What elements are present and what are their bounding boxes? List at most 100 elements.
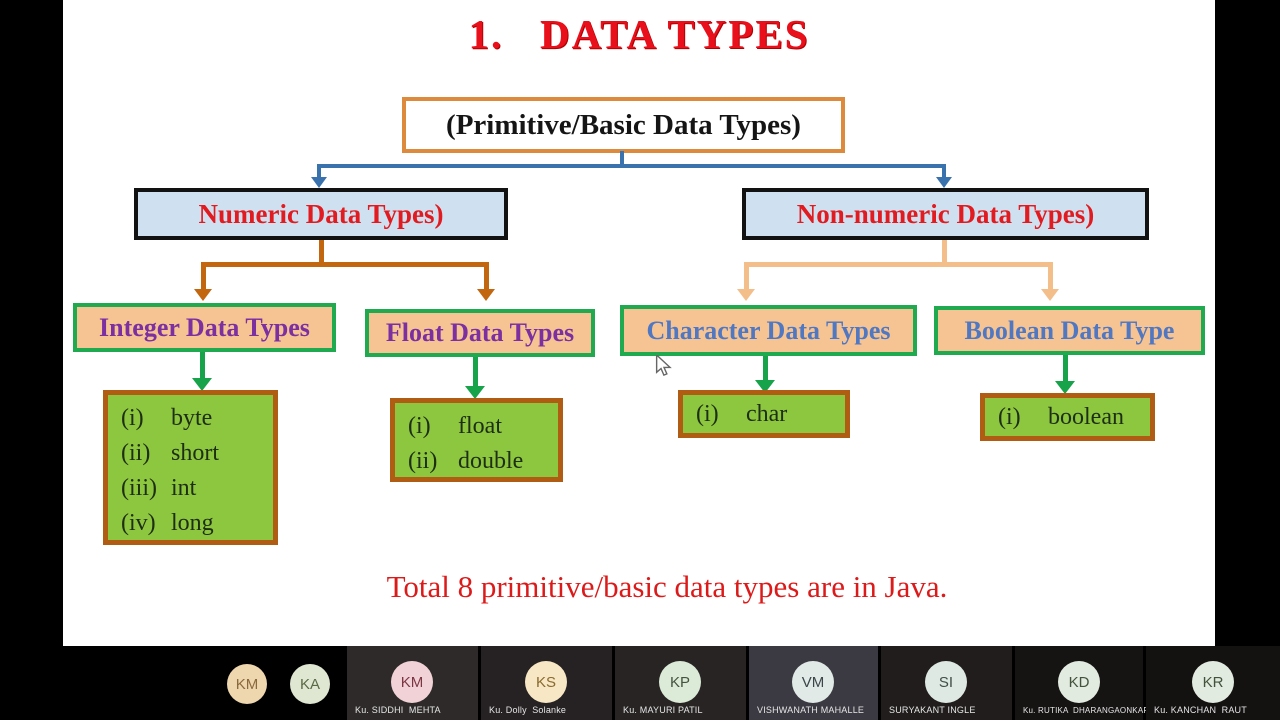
connector-orange-horizontal xyxy=(201,262,489,267)
participant-tile[interactable]: KR Ku. KANCHAN RAUT xyxy=(1146,646,1280,720)
participant-tile[interactable]: VM VISHWANATH MAHALLE xyxy=(749,646,878,720)
connector-blue-horizontal xyxy=(317,164,946,168)
arrowhead-peach-right xyxy=(1041,289,1059,301)
node-non-numeric-data-types: Non-numeric Data Types) xyxy=(742,188,1149,240)
participant-name: SURYAKANT INGLE xyxy=(889,705,976,715)
arrowhead-orange-right xyxy=(477,289,495,301)
avatar-initials: SI xyxy=(938,673,954,691)
item-name: boolean xyxy=(1048,403,1124,430)
item-name: byte xyxy=(171,405,213,431)
connector-peach-horizontal xyxy=(744,262,1052,267)
participant-name: Ku. SIDDHI MEHTA xyxy=(355,705,441,715)
node-label: Float Data Types xyxy=(385,318,575,347)
participant-name: Ku. KANCHAN RAUT xyxy=(1154,705,1247,715)
participant-name: Ku. RUTIKA DHARANGAONKAR xyxy=(1023,706,1150,715)
connector-orange-left-shaft xyxy=(201,262,206,290)
avatar[interactable]: KM xyxy=(227,664,267,704)
node-primitive-basic-data-types: (Primitive/Basic Data Types) xyxy=(402,97,845,153)
avatar: KD xyxy=(1058,661,1100,703)
list-item: (ii) short xyxy=(121,436,273,471)
arrowhead-peach-left xyxy=(737,289,755,301)
list-item: (i) byte xyxy=(121,401,273,436)
item-name: double xyxy=(458,448,524,474)
node-boolean-data-type: Boolean Data Type xyxy=(934,306,1205,355)
leaf-boolean-values: (i) boolean xyxy=(980,393,1155,441)
item-name: short xyxy=(171,440,219,466)
participant-tile[interactable]: KP Ku. MAYURI PATIL xyxy=(615,646,746,720)
node-label: Character Data Types xyxy=(646,315,891,345)
avatar-initials: KA xyxy=(299,675,320,693)
connector-green-integer xyxy=(200,352,205,379)
participant-strip: KM KA KM Ku. SIDDHI MEHTA KS Ku. Dolly S… xyxy=(0,646,1280,720)
connector-green-boolean xyxy=(1063,355,1068,382)
node-label: (Primitive/Basic Data Types) xyxy=(446,108,801,141)
node-label: Integer Data Types xyxy=(99,312,310,342)
avatar-initials: KM xyxy=(235,675,259,693)
avatar: VM xyxy=(792,661,834,703)
connector-green-character xyxy=(763,356,768,381)
item-numeral: (ii) xyxy=(121,440,151,466)
leaf-float-values: (i) float (ii) double xyxy=(390,398,563,482)
item-numeral: (i) xyxy=(408,413,431,439)
item-numeral: (i) xyxy=(998,403,1021,430)
list-item: (ii) double xyxy=(408,444,558,479)
arrowhead-green-boolean xyxy=(1055,381,1075,394)
connector-peach-right-shaft xyxy=(1048,262,1053,290)
participant-tile[interactable]: KM Ku. SIDDHI MEHTA xyxy=(347,646,478,720)
item-name: int xyxy=(171,475,197,501)
arrowhead-blue-right xyxy=(936,177,952,188)
node-label: Boolean Data Type xyxy=(964,315,1175,345)
leaf-character-values: (i) char xyxy=(678,390,850,438)
slide-footer-note: Total 8 primitive/basic data types are i… xyxy=(386,569,948,604)
avatar-initials: KP xyxy=(669,673,690,691)
avatar[interactable]: KA xyxy=(290,664,330,704)
avatar-initials: KS xyxy=(535,673,556,691)
arrowhead-blue-left xyxy=(311,177,327,188)
arrowhead-green-integer xyxy=(192,378,212,391)
node-label: Non-numeric Data Types) xyxy=(796,198,1095,229)
item-numeral: (i) xyxy=(696,400,719,427)
avatar-initials: KM xyxy=(400,673,424,691)
avatar-initials: VM xyxy=(801,673,825,691)
node-label: Numeric Data Types) xyxy=(198,198,444,229)
mouse-cursor xyxy=(655,353,674,382)
item-name: char xyxy=(746,400,788,427)
connector-orange-right-shaft xyxy=(484,262,489,290)
connector-peach-stub xyxy=(942,240,947,266)
avatar: SI xyxy=(925,661,967,703)
node-float-data-types: Float Data Types xyxy=(365,309,595,357)
list-item: (iv) long xyxy=(121,506,273,541)
list-item: (i) float xyxy=(408,409,558,444)
arrowhead-green-character xyxy=(755,380,775,393)
shared-slide: 1. DATA TYPES (Primitive/Basic Data Type… xyxy=(63,0,1215,647)
participant-name: Ku. Dolly Solanke xyxy=(489,705,567,715)
leaf-integer-values: (i) byte (ii) short (iii) int (iv) long xyxy=(103,390,278,545)
participant-tile[interactable]: KD Ku. RUTIKA DHARANGAONKAR xyxy=(1015,646,1149,720)
arrowhead-green-float xyxy=(465,386,485,399)
item-name: long xyxy=(171,510,214,536)
avatar: KM xyxy=(391,661,433,703)
connector-green-float xyxy=(473,357,478,387)
item-numeral: (iv) xyxy=(121,510,156,536)
connector-blue-right-shaft xyxy=(942,164,946,178)
node-integer-data-types: Integer Data Types xyxy=(73,303,336,352)
node-numeric-data-types: Numeric Data Types) xyxy=(134,188,508,240)
arrowhead-orange-left xyxy=(194,289,212,301)
avatar: KS xyxy=(525,661,567,703)
list-item: (iii) int xyxy=(121,471,273,506)
participant-name: VISHWANATH MAHALLE xyxy=(757,705,865,715)
connector-blue-left-shaft xyxy=(317,164,321,178)
avatar: KR xyxy=(1192,661,1234,703)
participant-name: Ku. MAYURI PATIL xyxy=(623,705,703,715)
avatar-initials: KD xyxy=(1068,673,1090,691)
slide-title: 1. DATA TYPES xyxy=(468,11,810,57)
avatar-initials: KR xyxy=(1202,673,1224,691)
avatar: KP xyxy=(659,661,701,703)
participant-tile[interactable]: KS Ku. Dolly Solanke xyxy=(481,646,612,720)
connector-blue-stub xyxy=(620,151,624,167)
connector-orange-stub xyxy=(319,240,324,266)
participant-tile[interactable]: SI SURYAKANT INGLE xyxy=(881,646,1012,720)
connector-peach-left-shaft xyxy=(744,262,749,290)
item-numeral: (ii) xyxy=(408,448,438,474)
